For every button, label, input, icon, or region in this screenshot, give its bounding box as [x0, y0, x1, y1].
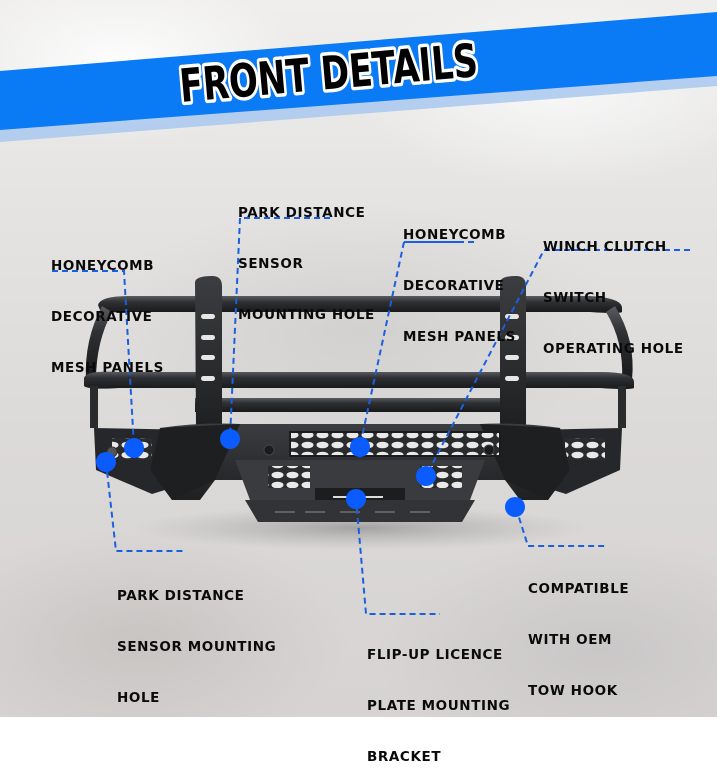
callout-honeycomb-left: HONEYCOMB DECORATIVE MESH PANELS: [51, 224, 164, 394]
callout-line: COMPATIBLE: [528, 581, 630, 597]
callout-line: FLIP-UP LICENCE: [367, 647, 503, 663]
callout-honeycomb-center: HONEYCOMB DECORATIVE MESH PANELS: [403, 193, 516, 363]
callout-line: PARK DISTANCE: [117, 588, 245, 604]
callout-dot-tow-hook: [505, 497, 525, 517]
callout-line: TOW HOOK: [528, 683, 618, 699]
page-title: FRONT DETAILS FRONT DETAILS: [174, 30, 482, 116]
callout-licence-plate: FLIP-UP LICENCE PLATE MOUNTING BRACKET: [367, 613, 510, 783]
callout-dot-honeycomb-left: [124, 438, 144, 458]
callout-park-sensor-bottom: PARK DISTANCE SENSOR MOUNTING HOLE: [117, 554, 276, 724]
callout-line: BRACKET: [367, 749, 442, 765]
callout-winch-clutch: WINCH CLUTCH SWITCH OPERATING HOLE: [543, 205, 684, 375]
callout-line: SENSOR MOUNTING: [117, 639, 277, 655]
callout-line: SWITCH: [543, 290, 607, 306]
callout-park-sensor-top: PARK DISTANCE SENSOR MOUNTING HOLE: [238, 171, 375, 341]
callout-line: PLATE MOUNTING: [367, 698, 511, 714]
callout-dot-winch-clutch: [416, 466, 436, 486]
callout-line: SENSOR: [238, 256, 304, 272]
callout-dot-park-sensor-bottom: [96, 452, 116, 472]
callout-line: WITH OEM: [528, 632, 613, 648]
callout-line: DECORATIVE: [403, 278, 505, 294]
callout-line: HONEYCOMB: [51, 258, 155, 274]
callout-line: MESH PANELS: [51, 360, 164, 376]
callout-line: MOUNTING HOLE: [238, 307, 375, 323]
callout-dot-honeycomb-center: [350, 437, 370, 457]
callout-line: WINCH CLUTCH: [543, 239, 667, 255]
callout-leader-lines: [52, 217, 690, 615]
callout-line: PARK DISTANCE: [238, 205, 366, 221]
callout-line: HONEYCOMB: [403, 227, 507, 243]
callout-line: OPERATING HOLE: [543, 341, 684, 357]
callout-tow-hook: COMPATIBLE WITH OEM TOW HOOK: [528, 547, 629, 717]
callout-line: DECORATIVE: [51, 309, 153, 325]
callout-dot-licence-plate: [346, 489, 366, 509]
callout-line: HOLE: [117, 690, 160, 706]
title-banner: [0, 12, 717, 142]
callout-line: MESH PANELS: [403, 329, 516, 345]
callout-dot-park-sensor-top: [220, 429, 240, 449]
bumper-illustration: [84, 276, 634, 550]
